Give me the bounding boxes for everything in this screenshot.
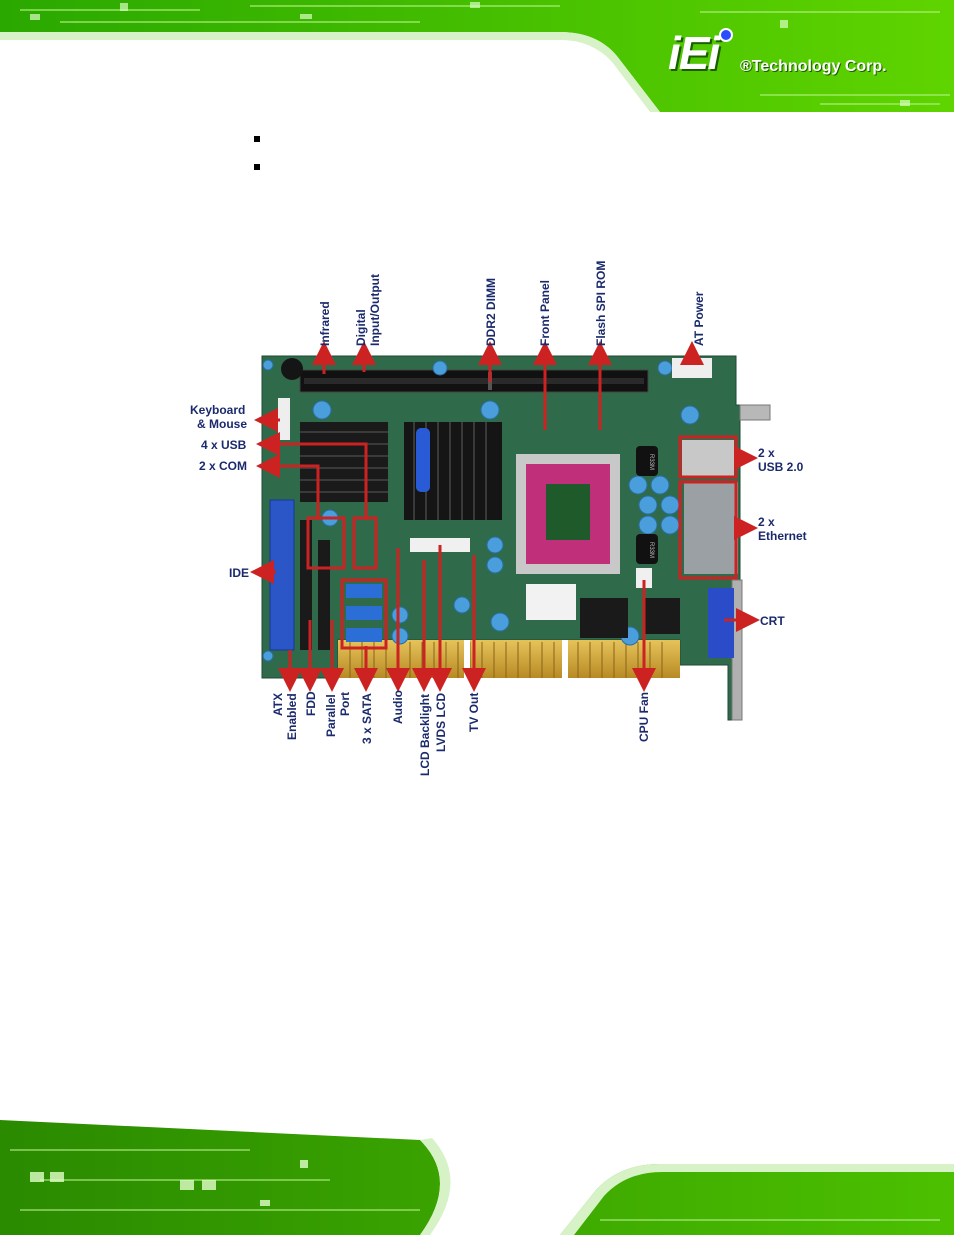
label-4x-usb: 4 x USB	[201, 438, 247, 452]
label-parallel-port: Parallel	[324, 694, 338, 737]
bullet-marker	[254, 164, 260, 170]
footer-circuit-banner	[0, 1120, 954, 1235]
label-crt: CRT	[760, 614, 785, 628]
label-lvds-lcd: LVDS LCD	[434, 692, 448, 752]
cpu-socket	[516, 454, 620, 574]
chip-marking: R33M	[648, 454, 654, 470]
label-digital-io: Input/Output	[368, 274, 382, 346]
label-usb20: 2 x	[758, 446, 775, 460]
label-keyboard: & Mouse	[197, 417, 248, 431]
label-audio: Audio	[391, 690, 405, 724]
label-usb20: USB 2.0	[758, 460, 804, 474]
label-flash-spi-rom: Flash SPI ROM	[594, 260, 608, 346]
company-logo-text: ®Technology Corp.	[740, 58, 887, 75]
label-infrared: Infrared	[318, 301, 332, 346]
label-atx-enabled: ATX	[271, 692, 285, 716]
heatsink-left	[300, 422, 388, 502]
label-ethernet: Ethernet	[758, 529, 807, 543]
bullet-marker	[254, 136, 260, 142]
label-keyboard: Keyboard	[190, 403, 246, 417]
label-ethernet: 2 x	[758, 515, 775, 529]
logo-dot	[719, 28, 733, 42]
label-front-panel: Front Panel	[538, 279, 552, 346]
label-tv-out: TV Out	[467, 692, 481, 732]
label-digital-io: Digital	[354, 309, 368, 346]
label-at-power: AT Power	[692, 291, 706, 346]
label-fdd: FDD	[304, 691, 318, 716]
heatsink-center	[404, 422, 502, 520]
label-ide: IDE	[229, 566, 250, 580]
label-ddr2-dimm: DDR2 DIMM	[484, 278, 498, 346]
label-cpu-fan: CPU Fan	[637, 691, 651, 742]
gold-edge-connector	[338, 640, 680, 678]
company-logo-mark: iEi	[668, 27, 720, 79]
header-circuit-banner	[0, 0, 954, 112]
page-footer	[0, 1120, 954, 1235]
label-atx-enabled: Enabled	[285, 693, 299, 740]
page-header: iEi ®Technology Corp.	[0, 0, 954, 112]
label-2x-com: 2 x COM	[199, 459, 248, 473]
label-lcd-backlight: LCD Backlight	[418, 693, 432, 776]
label-parallel-port: Port	[338, 692, 352, 716]
chip-marking: R33M	[648, 542, 654, 558]
label-3x-sata: 3 x SATA	[360, 693, 374, 744]
